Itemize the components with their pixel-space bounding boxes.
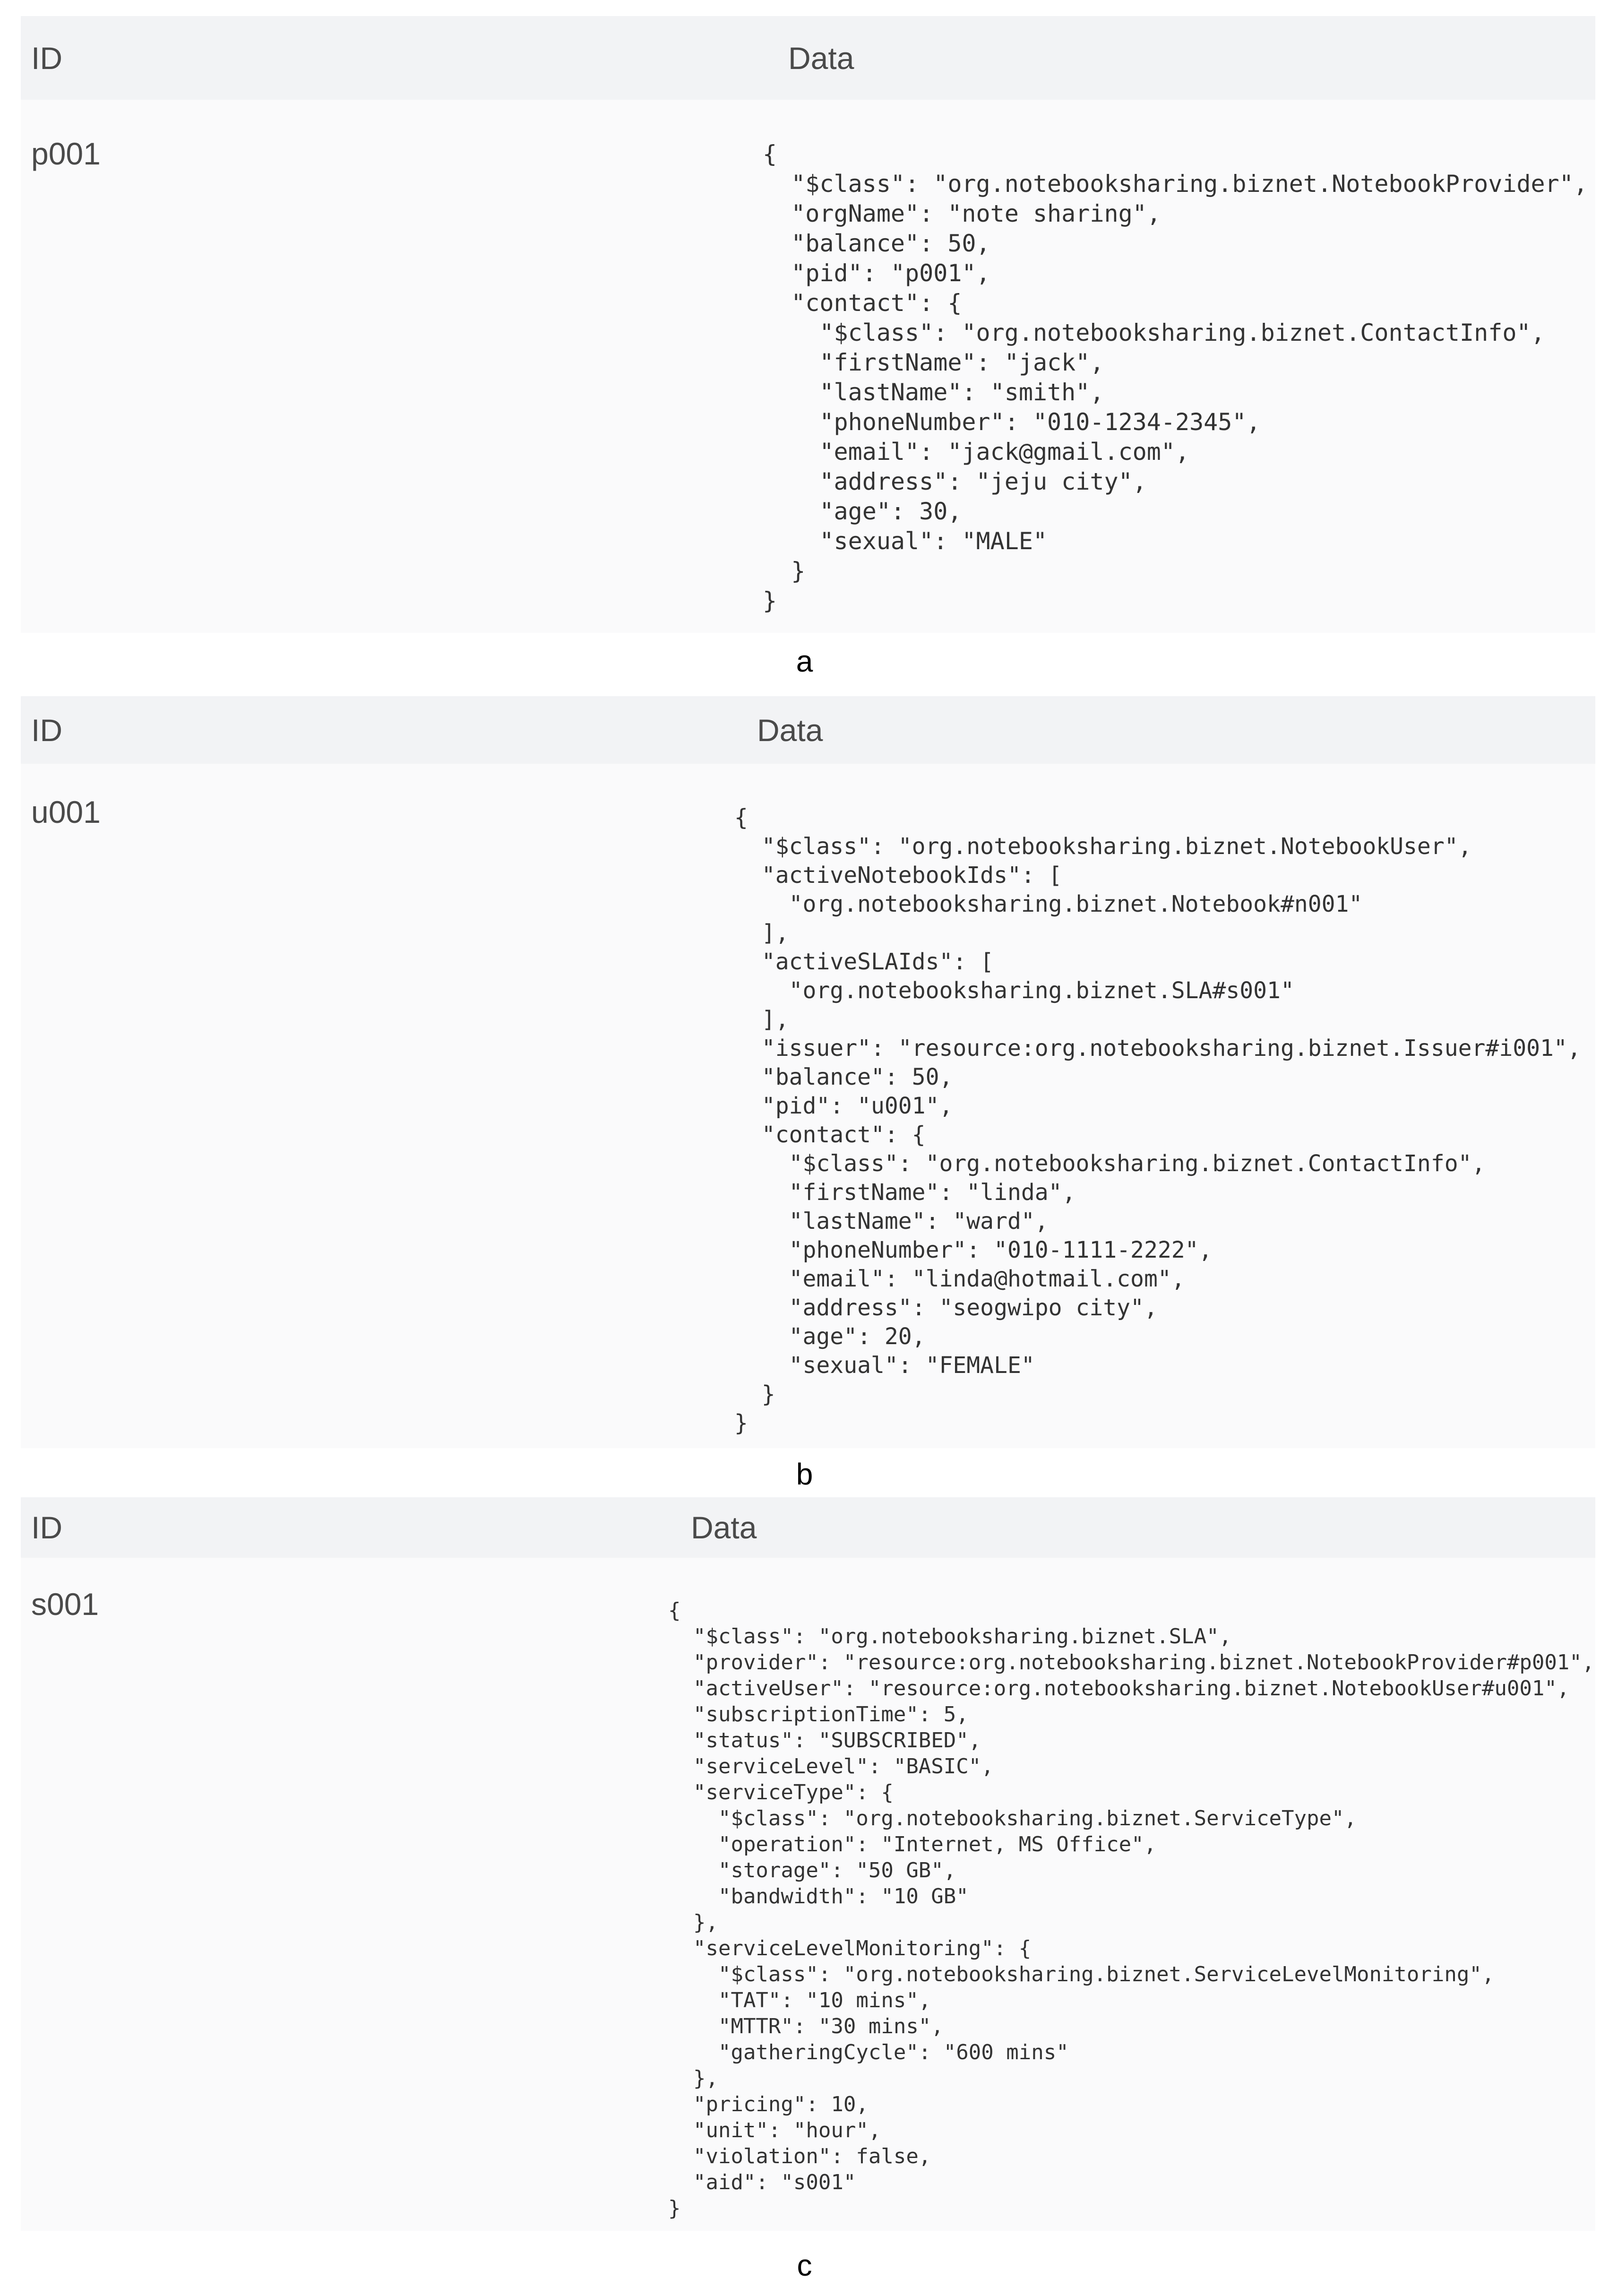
column-header-data: Data — [757, 712, 823, 748]
row-data-json: { "$class": "org.notebooksharing.biznet.… — [734, 804, 1581, 1436]
column-header-id: ID — [31, 1510, 62, 1545]
row-data-json: { "$class": "org.notebooksharing.biznet.… — [763, 140, 1588, 614]
participant-table-p001: ID Data p001 { "$class": "org.notebooksh… — [21, 16, 1595, 633]
table-row[interactable]: p001 { "$class": "org.notebooksharing.bi… — [21, 100, 1595, 633]
table-row[interactable]: u001 { "$class": "org.notebooksharing.bi… — [21, 764, 1595, 1448]
row-id-cell: s001 — [31, 1587, 99, 1622]
figure-caption: c — [797, 2248, 812, 2282]
column-header-id: ID — [31, 712, 62, 748]
table-header: ID Data — [21, 1497, 1595, 1558]
column-header-id: ID — [31, 40, 62, 76]
row-id-cell: u001 — [31, 794, 101, 829]
asset-table-s001: ID Data s001 { "$class": "org.notebooksh… — [21, 1497, 1595, 2231]
figure-caption: b — [796, 1457, 813, 1491]
column-header-data: Data — [788, 40, 854, 76]
column-header-data: Data — [691, 1510, 757, 1545]
figure-caption: a — [796, 644, 813, 678]
table-header: ID Data — [21, 16, 1595, 100]
table-row[interactable]: s001 { "$class": "org.notebooksharing.bi… — [21, 1558, 1595, 2231]
row-data-json: { "$class": "org.notebooksharing.biznet.… — [668, 1598, 1595, 2220]
row-id-cell: p001 — [31, 136, 101, 171]
table-header: ID Data — [21, 696, 1595, 764]
participant-table-u001: ID Data u001 { "$class": "org.notebooksh… — [21, 696, 1595, 1448]
